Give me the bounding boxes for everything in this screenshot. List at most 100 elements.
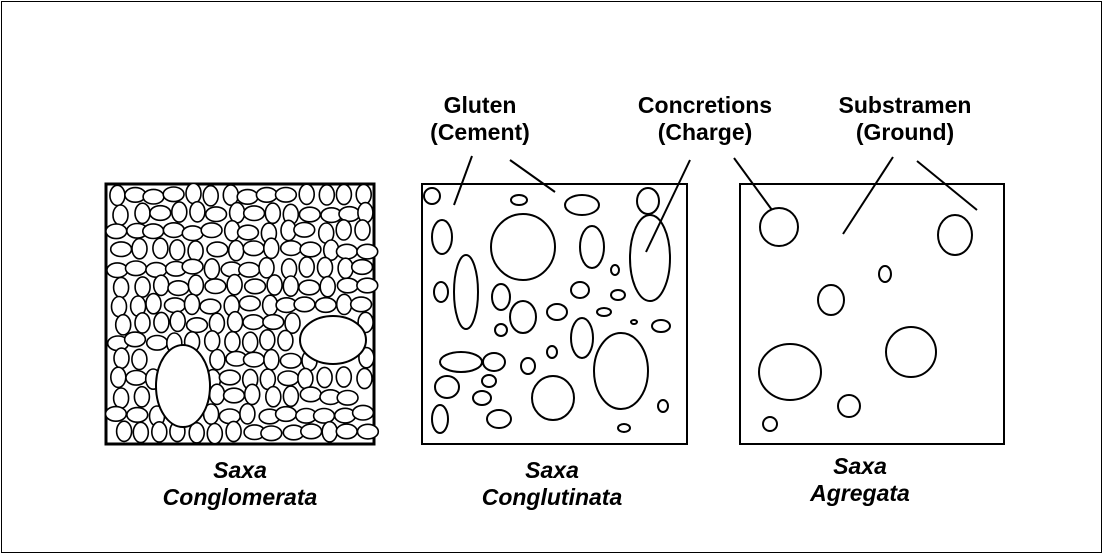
grain [353, 405, 374, 420]
grain [244, 352, 265, 367]
grain [114, 348, 129, 368]
grain [510, 301, 536, 333]
grain [143, 224, 164, 239]
grain [106, 407, 127, 422]
grain [818, 285, 844, 315]
grain [205, 331, 220, 351]
grain [276, 188, 297, 203]
grain [487, 410, 511, 428]
grain [238, 225, 259, 240]
grain [229, 241, 244, 261]
grain [618, 424, 630, 432]
grain [424, 188, 440, 204]
grain [319, 185, 334, 205]
caption-conglutinata-line2: Conglutinata [432, 484, 672, 511]
grain [435, 376, 459, 398]
grain [473, 391, 491, 405]
grain [110, 185, 125, 205]
grain [299, 184, 314, 204]
grain [838, 395, 860, 417]
caption-agregata: Saxa Agregata [760, 453, 960, 507]
grain [190, 202, 205, 222]
grain [358, 424, 379, 439]
grain [112, 297, 127, 317]
grain [491, 214, 555, 280]
grain [207, 242, 228, 257]
grain [116, 315, 131, 335]
grain [759, 344, 821, 400]
grain [482, 375, 496, 387]
grain [283, 276, 298, 296]
grain [107, 263, 128, 278]
panel-agregata-frame [740, 184, 1004, 444]
caption-agregata-line2: Agregata [760, 480, 960, 507]
grain [163, 223, 184, 238]
grain [264, 238, 279, 258]
grain [315, 298, 336, 313]
grain [630, 215, 670, 301]
grain [301, 424, 322, 439]
grain [278, 330, 293, 350]
grain [135, 203, 150, 223]
grain [495, 324, 507, 336]
grain [594, 333, 648, 409]
grain [337, 391, 358, 406]
grain [299, 207, 320, 222]
grain [201, 223, 222, 238]
leader-gluten-left [454, 156, 472, 205]
grain [182, 226, 203, 241]
grain [299, 280, 320, 295]
grain [126, 371, 147, 386]
grain [267, 275, 282, 295]
grain [207, 424, 222, 444]
grain [186, 183, 201, 203]
grain [631, 320, 637, 324]
conglomerata-large-grain [156, 345, 210, 427]
grain [204, 259, 219, 279]
grain [114, 277, 129, 297]
grain [111, 367, 126, 387]
grain [763, 417, 777, 431]
grain [611, 265, 619, 275]
grain [337, 244, 358, 259]
grain [532, 376, 574, 420]
grain [165, 298, 186, 313]
grain [111, 242, 132, 257]
grain [454, 255, 478, 329]
grain [230, 203, 245, 223]
caption-agregata-line1: Saxa [760, 453, 960, 480]
caption-conglomerata: Saxa Conglomerata [120, 457, 360, 511]
grain [188, 241, 203, 261]
grain [226, 421, 241, 441]
grain [339, 207, 360, 222]
grain [240, 404, 255, 424]
grain [318, 257, 333, 277]
grain [298, 368, 313, 388]
grain [243, 315, 264, 330]
grain [150, 206, 171, 221]
grain [227, 275, 242, 295]
caption-conglomerata-line2: Conglomerata [120, 484, 360, 511]
grain [113, 205, 128, 225]
grain [317, 367, 332, 387]
grain [219, 409, 240, 424]
conglomerata-large-grain [300, 316, 366, 364]
grain [146, 294, 161, 314]
grain [299, 257, 314, 277]
grain [879, 266, 891, 282]
grain [547, 346, 557, 358]
grain [224, 388, 245, 403]
grain [127, 408, 148, 423]
grain [434, 282, 448, 302]
grain [521, 358, 535, 374]
grain [168, 281, 189, 296]
caption-conglutinata-line1: Saxa [432, 457, 672, 484]
grain [658, 400, 668, 412]
grain [278, 371, 299, 386]
grain [143, 189, 164, 204]
grain [276, 407, 297, 422]
grain [263, 315, 284, 330]
grain [170, 311, 185, 331]
grain [125, 332, 146, 347]
grain [338, 258, 353, 278]
